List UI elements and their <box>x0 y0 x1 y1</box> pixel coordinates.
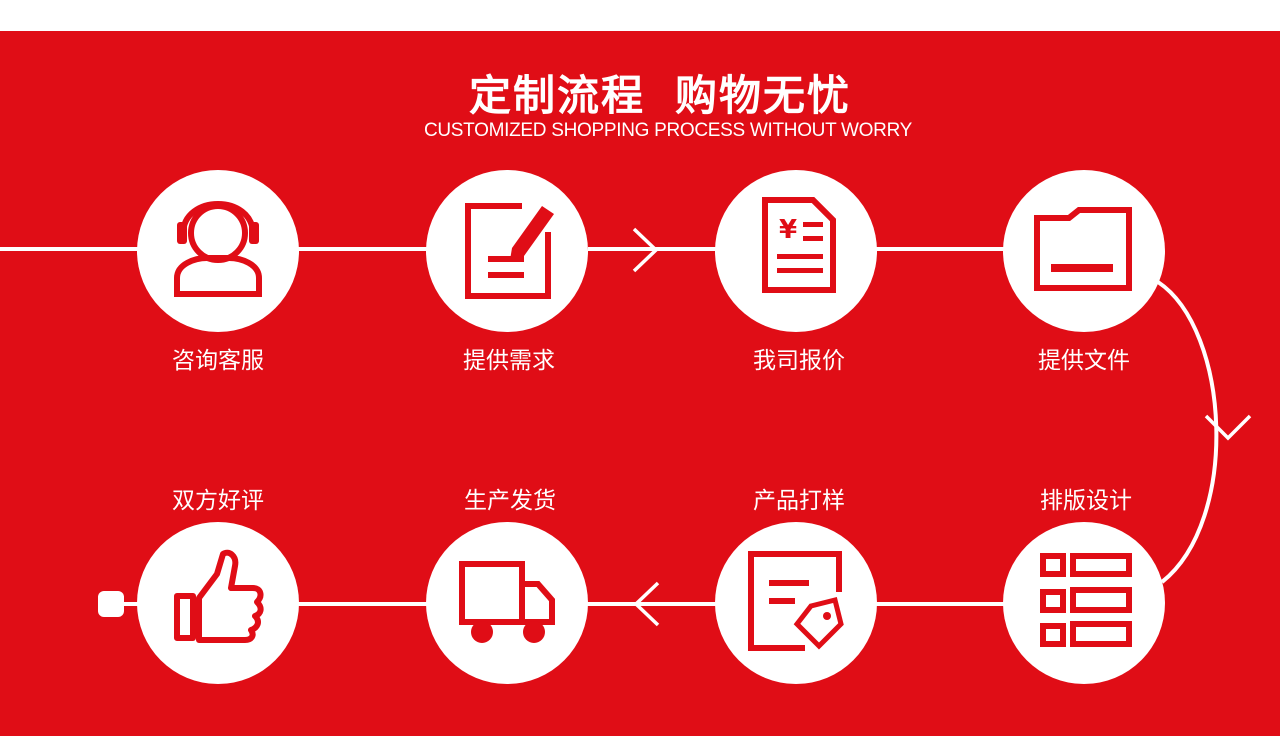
step-requirements-circle <box>426 170 588 332</box>
page-subtitle: CUSTOMIZED SHOPPING PROCESS WITHOUT WORR… <box>423 120 913 141</box>
step-quote-circle: ¥ <box>715 170 877 332</box>
delivery-truck-icon <box>459 561 555 643</box>
step-files-label: 提供文件 <box>1038 348 1130 374</box>
svg-text:¥: ¥ <box>779 215 797 245</box>
title-part-2: 购物无忧 <box>675 71 852 120</box>
step-sample-circle <box>715 522 877 684</box>
title-part-1: 定制流程 <box>468 71 645 120</box>
edit-document-icon <box>465 203 554 299</box>
arrow-left-icon <box>633 581 660 627</box>
step-shipping-label: 生产发货 <box>464 488 556 514</box>
sample-tag-icon <box>748 551 844 651</box>
step-layout-label: 排版设计 <box>1040 488 1132 514</box>
step-shipping-circle <box>426 522 588 684</box>
arrow-right-icon <box>632 227 659 273</box>
flow-end-cap <box>98 591 124 617</box>
step-sample-label: 产品打样 <box>753 488 845 514</box>
quotation-icon: ¥ <box>762 197 836 293</box>
step-review-label: 双方好评 <box>172 488 264 514</box>
step-quote-label: 我司报价 <box>753 348 845 374</box>
step-consult-label: 咨询客服 <box>172 348 264 374</box>
folder-icon <box>1034 207 1132 291</box>
thumbs-up-icon <box>174 549 264 643</box>
layout-icon <box>1040 553 1132 647</box>
arrow-down-icon <box>1204 414 1252 441</box>
flow-arrows <box>632 227 1252 627</box>
step-consult-circle <box>137 170 299 332</box>
step-requirements-label: 提供需求 <box>463 348 555 374</box>
step-layout-circle <box>1003 522 1165 684</box>
customer-service-icon <box>174 201 262 297</box>
step-files-circle <box>1003 170 1165 332</box>
page-title: 定制流程购物无忧 <box>0 62 1280 123</box>
step-review-circle <box>137 522 299 684</box>
